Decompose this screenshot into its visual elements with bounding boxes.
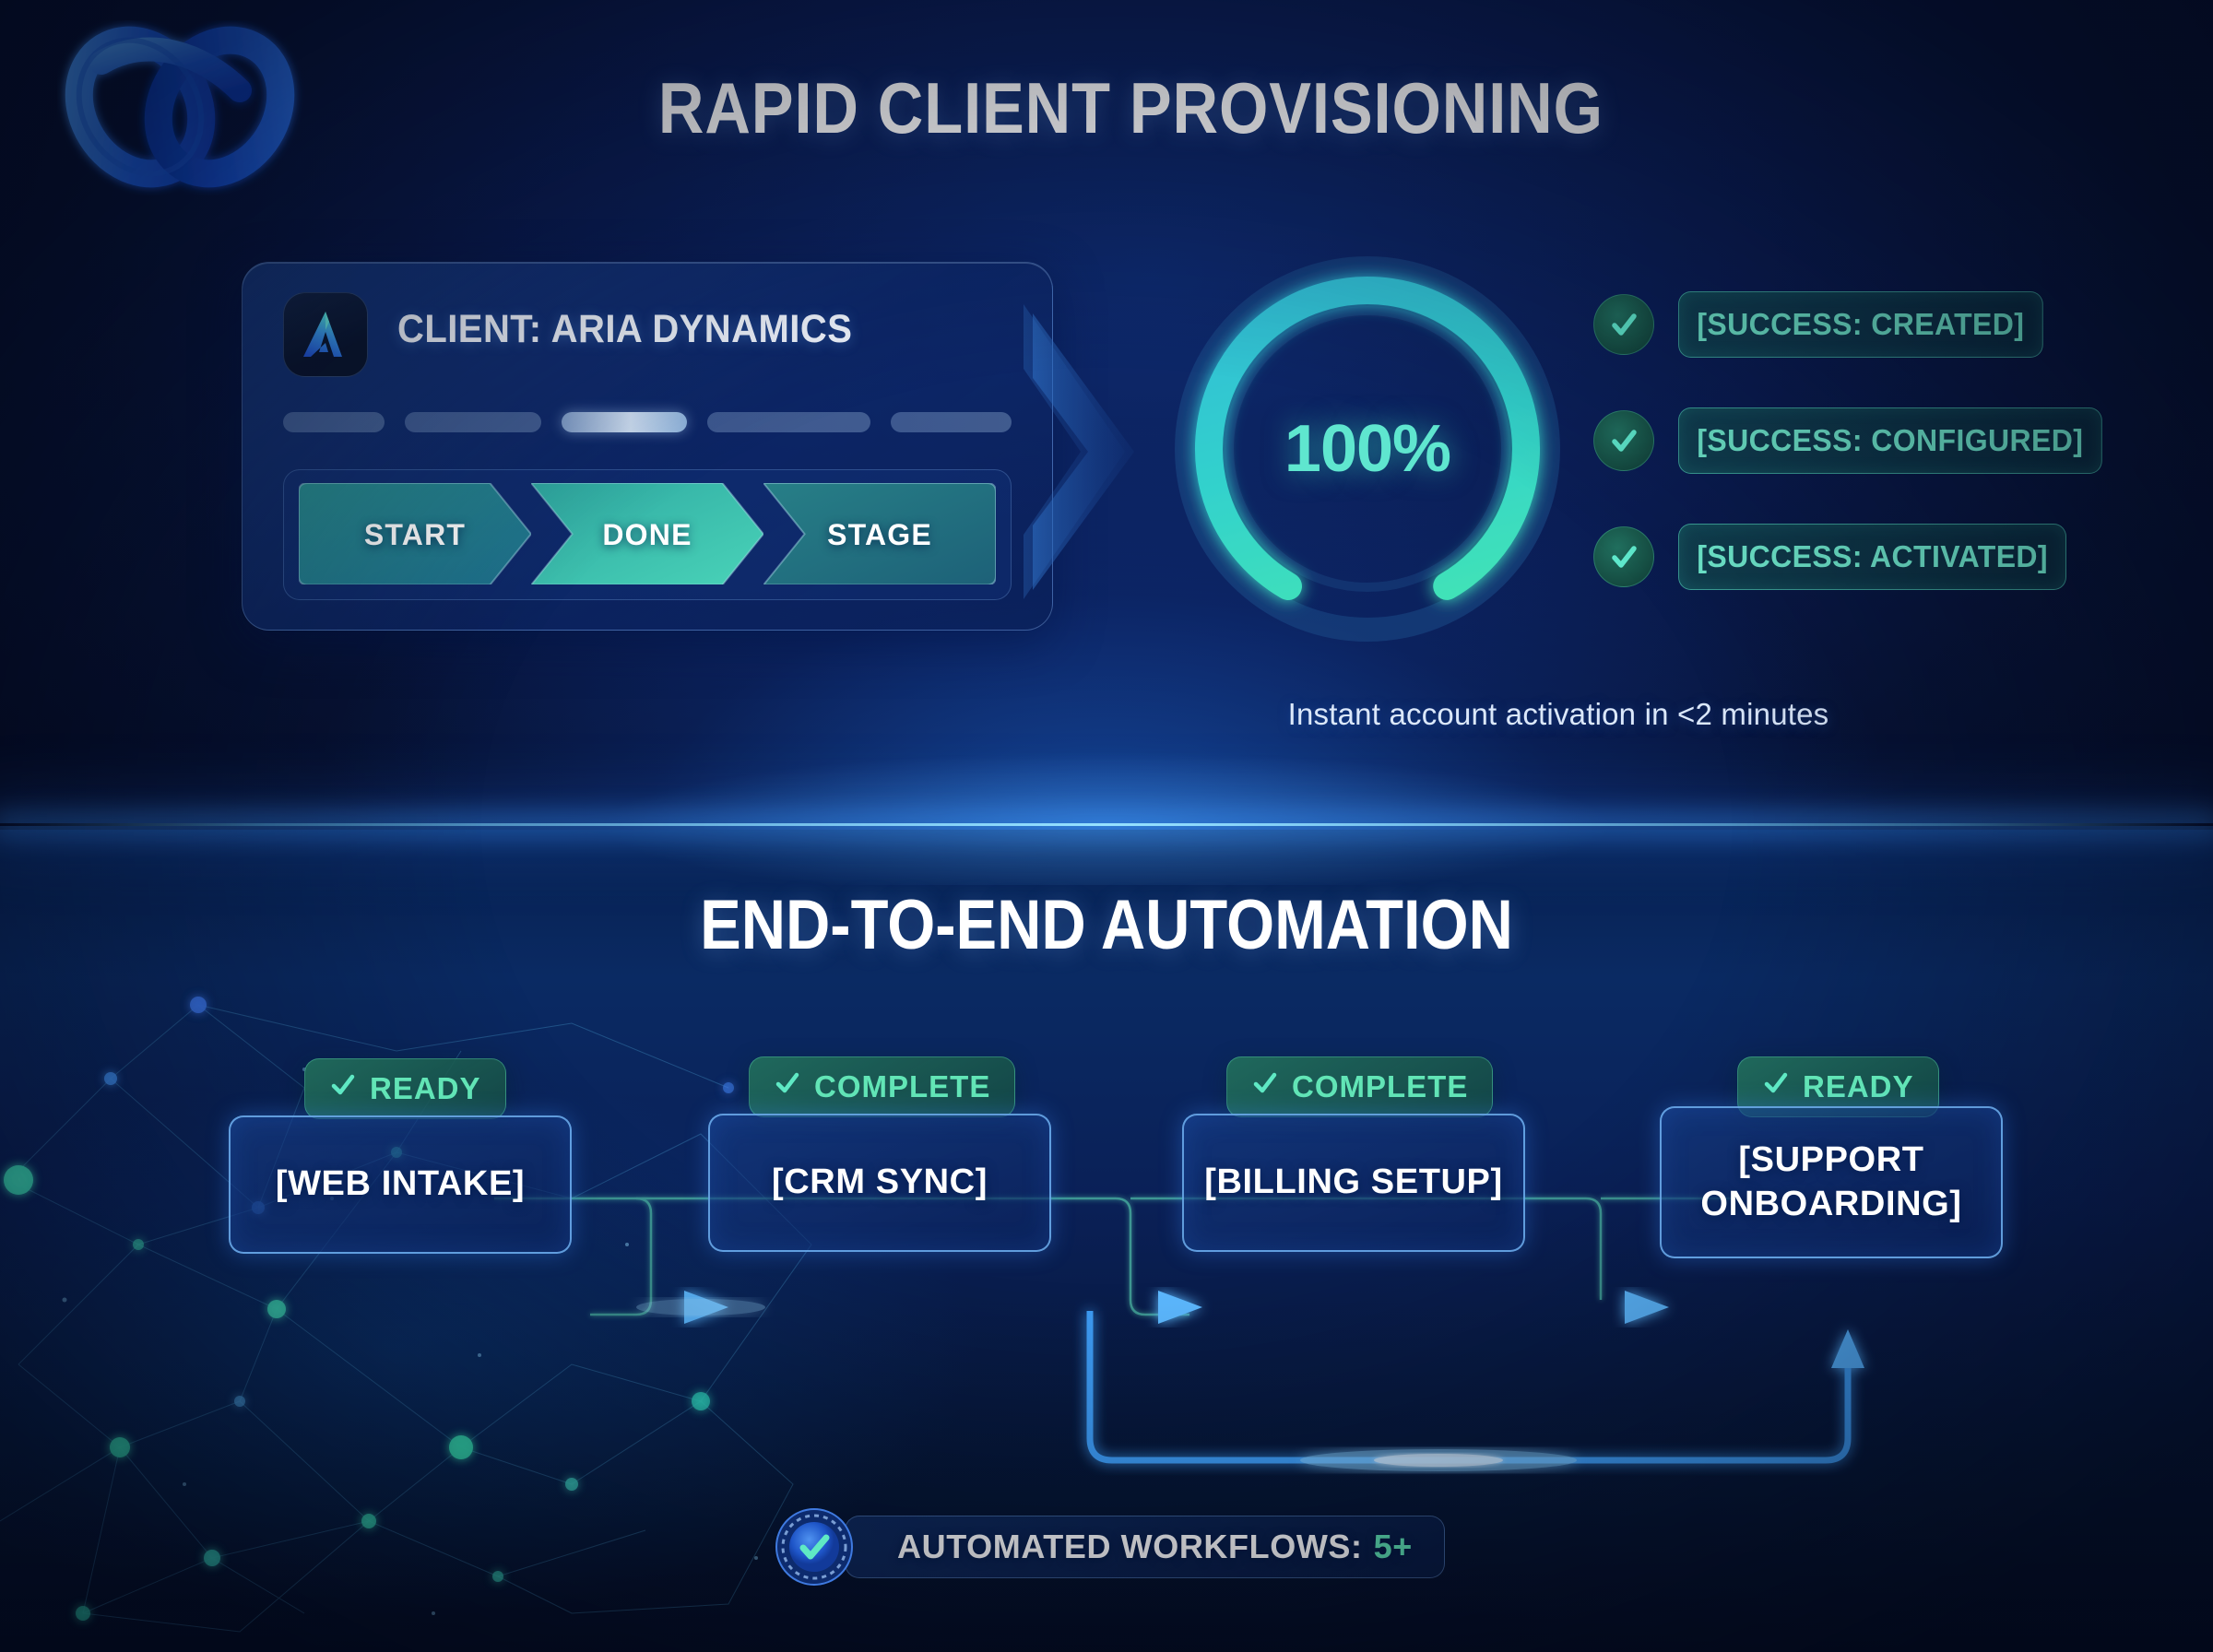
success-status-label: [SUCCESS: CONFIGURED] <box>1678 407 2102 474</box>
page-title: RAPID CLIENT PROVISIONING <box>657 67 1604 148</box>
workflow-badge-web-intake: READY <box>304 1058 506 1119</box>
workflow-node-crm-sync[interactable]: [CRM SYNC] <box>708 1114 1051 1252</box>
success-status-row: [SUCCESS: ACTIVATED] <box>1593 524 2165 590</box>
placeholder-bars <box>283 410 1012 434</box>
automated-workflows-footer: AUTOMATED WORKFLOWS: 5+ <box>775 1508 1445 1586</box>
workflow-node-billing-setup[interactable]: [BILLING SETUP] <box>1182 1114 1525 1252</box>
check-circle-icon <box>1593 294 1654 355</box>
client-name-label: CLIENT: ARIA DYNAMICS <box>397 307 853 351</box>
workflow-count-label: AUTOMATED WORKFLOWS: <box>897 1528 1363 1565</box>
check-icon <box>1762 1069 1790 1104</box>
workflow-node-label: [BILLING SETUP] <box>1204 1162 1503 1202</box>
automation-section-title: END-TO-END AUTOMATION <box>700 886 1513 964</box>
placeholder-bar <box>405 412 541 432</box>
stepper-step-label: START <box>363 517 467 551</box>
aria-a-icon <box>283 292 368 377</box>
activation-caption: Instant account activation in <2 minutes <box>1287 697 1829 731</box>
check-icon <box>774 1069 801 1104</box>
workflow-node-label: [WEB INTAKE] <box>275 1164 526 1204</box>
check-circle-icon <box>1593 526 1654 587</box>
workflow-count-pill: AUTOMATED WORKFLOWS: 5+ <box>845 1516 1445 1578</box>
stepper-step-start[interactable]: START <box>299 483 531 586</box>
workflow-count-value: 5+ <box>1373 1528 1413 1565</box>
success-status-list: [SUCCESS: CREATED] [SUCCESS: CONFIGURED] [… <box>1593 291 2165 640</box>
workflow-badge-label: COMPLETE <box>814 1069 991 1103</box>
success-status-row: [SUCCESS: CREATED] <box>1593 291 2165 358</box>
check-icon <box>1251 1069 1279 1104</box>
client-provisioning-card: CLIENT: ARIA DYNAMICS START DONE STAGE <box>242 262 1053 631</box>
stepper-step-label: STAGE <box>827 517 932 551</box>
provisioning-progress-ring: 100% <box>1160 242 1575 656</box>
success-status-row: [SUCCESS: CONFIGURED] <box>1593 407 2165 474</box>
placeholder-bar <box>561 412 687 432</box>
workflow-badge-billing-setup: COMPLETE <box>1226 1056 1494 1117</box>
workflow-badge-label: COMPLETE <box>1292 1069 1469 1103</box>
success-status-label: [SUCCESS: ACTIVATED] <box>1678 524 2067 590</box>
check-circle-icon <box>1593 410 1654 471</box>
placeholder-bar <box>283 412 385 432</box>
stepper-step-stage[interactable]: STAGE <box>763 483 996 586</box>
check-icon <box>329 1071 357 1106</box>
success-status-label: [SUCCESS: CREATED] <box>1678 291 2043 358</box>
workflow-badge-label: READY <box>1803 1069 1914 1103</box>
workflow-badge-label: READY <box>370 1071 481 1105</box>
workflow-node-label: [CRM SYNC] <box>772 1162 988 1202</box>
progress-percentage: 100% <box>1284 412 1451 486</box>
placeholder-bar <box>706 412 871 432</box>
workflow-node-web-intake[interactable]: [WEB INTAKE] <box>229 1115 572 1254</box>
section-divider <box>0 823 2213 826</box>
stepper-step-label: DONE <box>602 517 692 551</box>
placeholder-bar <box>891 412 1012 432</box>
workflow-badge-crm-sync: COMPLETE <box>749 1056 1016 1117</box>
verified-seal-icon <box>775 1507 854 1587</box>
stepper-step-done[interactable]: DONE <box>531 483 763 586</box>
stage-stepper: START DONE STAGE <box>283 469 1012 600</box>
